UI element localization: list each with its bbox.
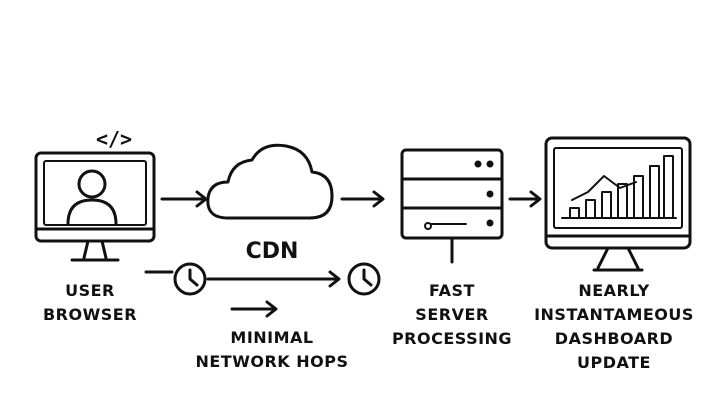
server-label-line2: SERVER <box>415 305 488 324</box>
monitor-icon <box>34 151 156 262</box>
dashboard-label-line1: NEARLY <box>578 281 649 300</box>
network-hops-group: MINIMAL NETWORK HOPS <box>144 262 381 371</box>
dashboard-label-line4: UPDATE <box>577 353 651 372</box>
user-avatar-icon <box>66 169 118 226</box>
server-rack-icon <box>400 148 504 264</box>
server-label-line1: FAST <box>429 281 475 300</box>
server-node: FAST SERVER PROCESSING <box>392 148 512 348</box>
clock-icon-left <box>173 262 207 296</box>
dashboard-label-line2: INSTANTAMEOUS <box>534 305 694 324</box>
dashboard-monitor-icon <box>544 136 692 272</box>
clock-icon-right <box>347 262 381 296</box>
network-label-line2: NETWORK HOPS <box>195 352 348 371</box>
arrow-hop <box>206 270 341 288</box>
dashboard-node: NEARLY INSTANTAMEOUS DASHBOARD UPDATE <box>534 136 694 372</box>
cloud-icon <box>206 143 334 220</box>
dashboard-label-line3: DASHBOARD <box>555 329 673 348</box>
server-label-line3: PROCESSING <box>392 329 512 348</box>
arrow-small <box>230 300 278 318</box>
cdn-node: CDN <box>206 143 334 264</box>
arrow-cdn-to-server <box>340 190 385 208</box>
bar-chart-icon <box>561 155 677 219</box>
browser-label-line2: BROWSER <box>43 305 137 324</box>
network-label-line1: MINIMAL <box>230 328 313 347</box>
code-icon: </> <box>96 127 132 151</box>
arrow-browser-to-cdn <box>160 190 208 208</box>
user-browser-node: </> USER BROWSER <box>34 127 156 324</box>
arrow-server-to-dashboard <box>508 190 542 208</box>
cdn-label: CDN <box>246 239 299 264</box>
browser-label-line1: USER <box>65 281 115 300</box>
